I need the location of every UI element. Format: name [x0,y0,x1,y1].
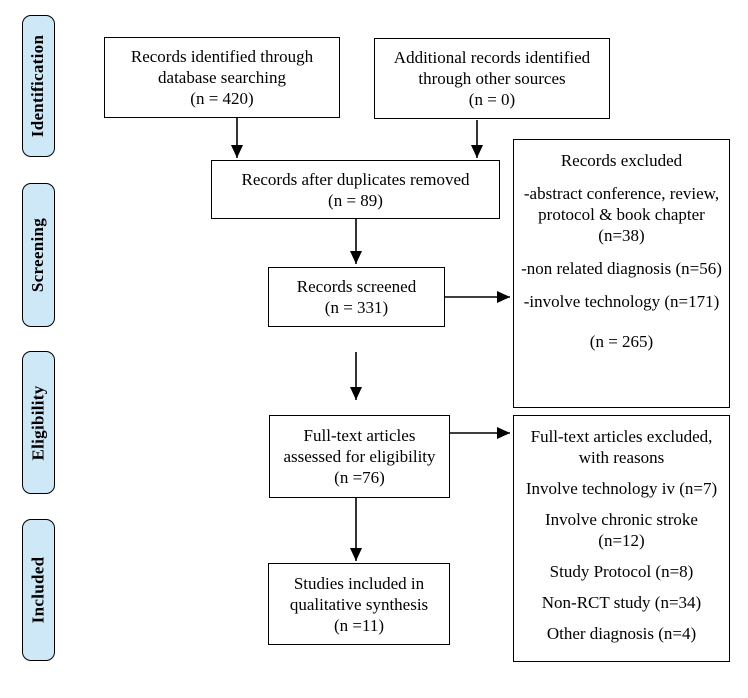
stage-identification: Identification [22,15,55,157]
box-text-line: Studies included in [293,573,425,593]
exclusion-reason: -abstract conference, review, protocol &… [514,183,729,246]
reason-line: Involve chronic stroke [545,510,698,529]
title-line: with reasons [578,448,665,467]
box-records-excluded: Records excluded -abstract conference, r… [513,139,730,408]
box-count: (n =11) [333,615,385,635]
box-text-line: assessed for eligibility [283,447,436,466]
exclusion-reason: -non related diagnosis (n=56) [521,259,722,278]
box-studies-included: Studies included in qualitative synthesi… [268,563,450,645]
exclusion-reason: -involve technology (n=171) [523,292,720,311]
exclusion-reason: Involve technology iv (n=7) [525,479,718,498]
box-text-line: database searching [158,68,286,87]
stage-included: Included [22,519,55,661]
records-excluded-title: Records excluded [560,151,683,170]
stage-eligibility-label: Eligibility [28,384,48,461]
exclusion-reason: Study Protocol (n=8) [549,562,694,581]
reason-line: protocol & book chapter [538,205,705,224]
box-records-identified: Records identified through database sear… [104,37,340,118]
exclusion-reason: Non-RCT study (n=34) [541,593,702,612]
stage-eligibility: Eligibility [22,351,55,494]
box-duplicates-removed: Records after duplicates removed (n = 89… [211,160,500,219]
box-text-line: qualitative synthesis [289,594,429,614]
box-count: (n = 420) [190,89,254,108]
box-count: (n = 0) [468,90,516,109]
reason-line: -abstract conference, review, [523,184,720,203]
box-text-line: through other sources [418,69,566,88]
exclusion-reason: Other diagnosis (n=4) [546,624,697,643]
box-text-line: Additional records identified [393,48,591,67]
box-count: (n = 331) [324,298,389,317]
box-count: (n =76) [334,468,385,487]
box-count: (n = 89) [328,190,383,210]
stage-screening: Screening [22,183,55,327]
stage-identification-label: Identification [28,34,48,138]
box-text-line: Full-text articles [303,426,416,445]
exclusion-reason: Involve chronic stroke (n=12) [514,509,729,551]
stage-screening-label: Screening [28,217,48,293]
box-text-line: Records identified through [130,47,314,66]
reason-count: (n=38) [598,226,645,245]
box-text-line: Records after duplicates removed [241,169,470,189]
box-fulltext-excluded: Full-text articles excluded, with reason… [513,415,730,662]
box-text-line: Records screened [296,277,417,296]
fulltext-excluded-title: Full-text articles excluded, with reason… [514,426,729,468]
stage-included-label: Included [28,556,48,624]
reason-count: (n=12) [598,531,645,550]
box-records-screened: Records screened (n = 331) [268,267,445,327]
title-line: Full-text articles excluded, [530,427,713,446]
box-additional-records: Additional records identified through ot… [374,38,610,119]
exclusion-total-count: (n = 265) [589,332,654,351]
box-fulltext-assessed: Full-text articles assessed for eligibil… [269,415,450,498]
